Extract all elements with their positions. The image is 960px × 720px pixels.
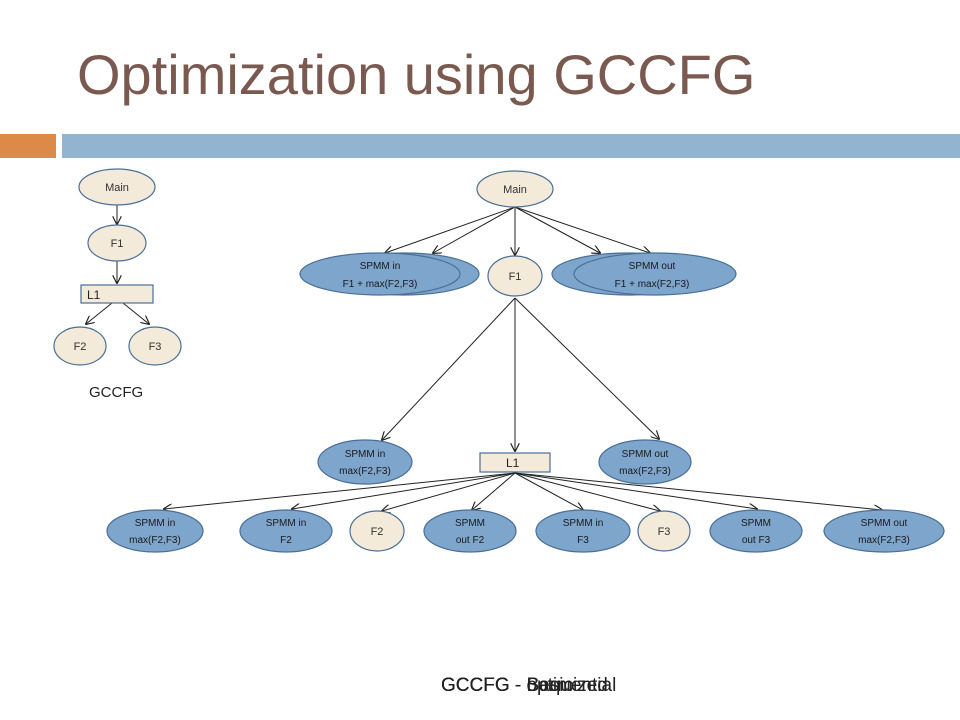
bottom-spmm-in-f3-line2: F3 xyxy=(577,535,589,546)
spmm-in-top-line2: F1 + max(F2,F3) xyxy=(343,279,418,290)
right-node-spmm-out-mid: SPMM out max(F2,F3) xyxy=(598,439,692,485)
right-node-f1: F1 xyxy=(487,255,543,297)
right-node-main-label: Main xyxy=(503,184,527,196)
spmm-out-top-line1: SPMM out xyxy=(629,261,676,272)
caption-basic: GCCFG - Basic xyxy=(441,675,573,696)
right-graph-edges xyxy=(164,206,882,511)
edge-f1-spmm-out-mid xyxy=(514,297,659,439)
right-node-spmm-in-top: SPMM in F1 + max(F2,F3) xyxy=(299,252,480,296)
bottom-spmm-out-f2-line1: SPMM xyxy=(455,518,485,529)
bottom-node-spmm-out-f2: SPMM out F2 xyxy=(423,509,517,553)
spmm-in-mid-line1: SPMM in xyxy=(345,449,386,460)
left-graph-caption: GCCFG xyxy=(89,384,144,401)
left-node-main: Main xyxy=(78,168,156,206)
bottom-spmm-in-max-line2: max(F2,F3) xyxy=(129,535,181,546)
accent-bar-orange xyxy=(0,134,56,158)
bottom-node-f2-label: F2 xyxy=(371,526,384,538)
right-node-spmm-in-mid: SPMM in max(F2,F3) xyxy=(317,439,413,485)
bottom-spmm-out-max-line2: max(F2,F3) xyxy=(858,535,910,546)
spmm-out-top-line2: F1 + max(F2,F3) xyxy=(615,279,690,290)
edge-f1-spmm-in-mid xyxy=(382,297,516,440)
edge-main-spmm-out-top xyxy=(514,206,650,253)
edge-l1-spmm-out-f3 xyxy=(514,472,757,509)
edge-l1-f2 xyxy=(86,302,113,324)
edge-l1-spmm-out-max xyxy=(514,472,882,510)
edge-l1-spmm-in-max xyxy=(164,472,516,509)
left-node-main-label: Main xyxy=(105,182,129,194)
overlapping-captions: GCCFG - Sequential GCCFG - optimized GCC… xyxy=(441,675,651,697)
left-node-l1: L1 xyxy=(80,284,154,304)
bottom-spmm-out-f3-line1: SPMM xyxy=(741,518,771,529)
left-node-l1-label: L1 xyxy=(87,288,101,302)
spmm-out-mid-line1: SPMM out xyxy=(622,449,669,460)
edge-main-spmm-in-top xyxy=(385,206,516,253)
left-node-f2: F2 xyxy=(53,326,107,366)
spmm-in-mid-line2: max(F2,F3) xyxy=(339,466,391,477)
accent-bar-blue xyxy=(62,134,960,158)
bottom-node-spmm-out-f3: SPMM out F3 xyxy=(709,509,803,553)
edge-main-spmm-out-top-back xyxy=(514,206,600,253)
right-node-spmm-out-top: SPMM out F1 + max(F2,F3) xyxy=(551,252,737,296)
bottom-node-spmm-in-max: SPMM in max(F2,F3) xyxy=(106,509,204,553)
edge-main-spmm-in-top-back xyxy=(433,206,516,253)
left-node-f3: F3 xyxy=(128,326,182,366)
edge-l1-f3 xyxy=(514,472,660,511)
bottom-spmm-in-f3-line1: SPMM in xyxy=(563,518,604,529)
bottom-node-spmm-in-f2: SPMM in F2 xyxy=(239,509,333,553)
edge-l1-f3 xyxy=(122,302,149,324)
left-node-f1-label: F1 xyxy=(111,238,124,250)
bottom-spmm-out-max-line1: SPMM out xyxy=(861,518,908,529)
left-node-f3-label: F3 xyxy=(149,341,162,353)
right-node-f1-label: F1 xyxy=(509,271,522,283)
edge-l1-spmm-out-f2 xyxy=(472,472,516,510)
bottom-spmm-in-max-line1: SPMM in xyxy=(135,518,176,529)
bottom-spmm-out-f3-line2: out F3 xyxy=(742,535,771,546)
bottom-node-f3: F3 xyxy=(637,510,691,552)
right-node-main: Main xyxy=(476,170,554,208)
spmm-out-mid-line2: max(F2,F3) xyxy=(619,466,671,477)
spmm-in-top-line1: SPMM in xyxy=(360,261,401,272)
left-node-f2-label: F2 xyxy=(74,341,87,353)
bottom-node-spmm-out-max: SPMM out max(F2,F3) xyxy=(823,509,945,553)
right-node-l1-label: L1 xyxy=(506,456,520,470)
caption-optimized: GCCFG - optimized xyxy=(441,675,608,696)
left-node-f1: F1 xyxy=(87,224,147,262)
bottom-spmm-out-f2-line2: out F2 xyxy=(456,535,485,546)
edge-l1-spmm-in-f3 xyxy=(514,472,583,510)
right-node-l1: L1 xyxy=(479,452,551,473)
edge-l1-spmm-in-f2 xyxy=(292,472,516,509)
caption-sequential: GCCFG - Sequential xyxy=(441,675,617,696)
bottom-node-spmm-in-f3: SPMM in F3 xyxy=(535,509,631,553)
page-title: Optimization using GCCFG xyxy=(77,43,756,106)
bottom-node-f2: F2 xyxy=(349,510,405,552)
bottom-node-f3-label: F3 xyxy=(658,526,671,538)
bottom-spmm-in-f2-line2: F2 xyxy=(280,535,292,546)
left-graph-edges xyxy=(86,204,149,324)
bottom-spmm-in-f2-line1: SPMM in xyxy=(266,518,307,529)
edge-l1-f2 xyxy=(382,472,516,511)
